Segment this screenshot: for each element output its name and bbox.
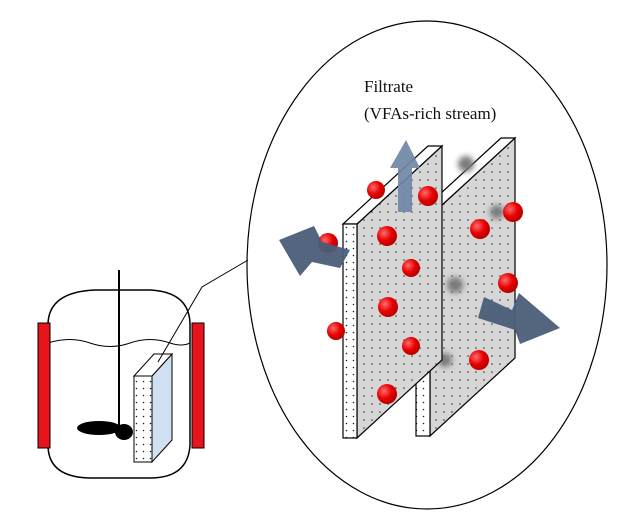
inflow-arrow-left [279, 226, 350, 276]
reactor-vessel-outline [47, 289, 191, 479]
zoom-leader-line [157, 259, 249, 363]
magnified-view-ellipse [246, 20, 608, 510]
inflow-arrow-right [478, 293, 560, 344]
impeller [77, 421, 133, 440]
filtrate-outflow-arrow [390, 140, 420, 212]
reactor-vessel [47, 289, 191, 479]
small-membrane-module [132, 352, 174, 464]
membrane-sheet-front [341, 144, 444, 440]
filtrate-sublabel: (VFAs-rich stream) [364, 104, 496, 123]
heater-right [191, 322, 205, 449]
heater-left [37, 322, 51, 449]
filtrate-label: Filtrate [364, 77, 413, 96]
liquid-surface-line [47, 339, 191, 347]
